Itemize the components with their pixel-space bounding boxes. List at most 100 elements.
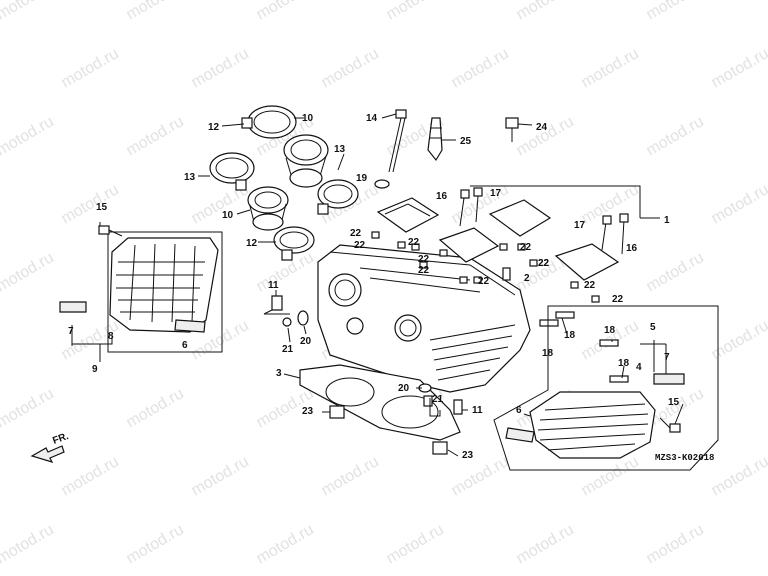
intake-joint-10-bottom — [247, 186, 289, 231]
callout-8: 8 — [108, 331, 114, 342]
callout-22: 22 — [478, 276, 490, 287]
watermark-text: motod.ru — [59, 181, 122, 227]
watermark-text: motod.ru — [0, 521, 57, 567]
front-label: FR. — [51, 431, 70, 447]
watermark-text: motod.ru — [384, 521, 447, 567]
right-cover-frame — [493, 305, 719, 471]
gasket-7-left — [59, 301, 87, 313]
callout-18: 18 — [564, 330, 576, 341]
watermark-text: motod.ru — [0, 249, 57, 295]
callout-22: 22 — [408, 237, 420, 248]
watermark-text: motod.ru — [254, 0, 317, 23]
callout-1-bracket — [470, 185, 660, 219]
callout-11: 11 — [268, 280, 279, 291]
callout-21: 21 — [432, 394, 444, 405]
callout-15: 15 — [668, 397, 680, 408]
watermark-text: motod.ru — [449, 453, 512, 499]
watermark-text: motod.ru — [319, 45, 382, 91]
callout-16: 16 — [436, 191, 448, 202]
callout-17: 17 — [490, 188, 502, 199]
studs-18 — [539, 311, 629, 383]
diagram-code: MZS3-K02018 — [655, 453, 714, 463]
rocker-holder-a — [376, 197, 440, 233]
callout-12: 12 — [246, 238, 258, 249]
callout-3: 3 — [276, 368, 282, 379]
watermark-text: motod.ru — [0, 385, 57, 431]
callout-20: 20 — [300, 336, 312, 347]
intake-clamp-13-right — [317, 179, 359, 215]
watermark-text: motod.ru — [449, 45, 512, 91]
watermark-text: motod.ru — [644, 249, 707, 295]
watermark-text: motod.ru — [709, 45, 768, 91]
callout-15: 15 — [96, 202, 108, 213]
callout-22: 22 — [354, 240, 366, 251]
watermark-text: motod.ru — [0, 113, 57, 159]
bolt-15-left — [98, 225, 123, 237]
callout-22: 22 — [584, 280, 596, 291]
callout-7: 7 — [68, 326, 74, 337]
spark-plug-25 — [427, 117, 443, 162]
callout-13: 13 — [184, 172, 196, 183]
callout-23: 23 — [302, 406, 314, 417]
left-cylinder-head-cover — [107, 231, 223, 353]
watermark-text: motod.ru — [319, 453, 382, 499]
callout-2: 2 — [524, 273, 530, 284]
callout-22: 22 — [418, 254, 430, 265]
callout-7: 7 — [664, 352, 670, 363]
watermark-text: motod.ru — [644, 521, 707, 567]
intake-clamp-12-bottom — [273, 226, 315, 261]
washer-19 — [374, 179, 390, 189]
callout-19: 19 — [356, 173, 368, 184]
intake-joint-10-top — [283, 134, 329, 188]
rocker-holder-b — [488, 199, 552, 237]
callout-25: 25 — [460, 136, 472, 147]
callout-22: 22 — [612, 294, 624, 305]
callout-14: 14 — [366, 113, 378, 124]
leader-lines — [71, 113, 684, 457]
callout-18: 18 — [542, 348, 554, 359]
watermark-text: motod.ru — [644, 0, 707, 23]
rocker-holder-d — [554, 243, 620, 281]
callout-1: 1 — [664, 215, 670, 226]
intake-clamp-13-left — [209, 152, 255, 191]
callout-9: 9 — [92, 364, 98, 375]
watermark-text: motod.ru — [59, 453, 122, 499]
callout-22: 22 — [538, 258, 550, 269]
callout-5: 5 — [650, 322, 656, 333]
callout-4: 4 — [636, 362, 642, 373]
watermark-text: motod.ru — [514, 0, 577, 23]
watermark-text: motod.ru — [189, 453, 252, 499]
callout-24: 24 — [536, 122, 548, 133]
bolt-21-20-left — [282, 310, 309, 327]
callout-10: 10 — [302, 113, 314, 124]
dowel-23-left — [329, 405, 345, 419]
callout-18: 18 — [618, 358, 630, 369]
callout-17: 17 — [574, 220, 586, 231]
callout-20: 20 — [398, 383, 410, 394]
callout-21: 21 — [282, 344, 294, 355]
rocker-holder-c — [438, 227, 500, 263]
callout-22: 22 — [350, 228, 362, 239]
watermark-text: motod.ru — [189, 45, 252, 91]
bolts-16-17 — [459, 187, 629, 255]
callout-labels: 12 10 13 13 10 12 14 25 24 19 16 17 1 17… — [51, 113, 714, 463]
front-arrow-icon — [30, 445, 65, 463]
right-cylinder-head-cover — [529, 391, 656, 459]
watermark-text: motod.ru — [579, 453, 642, 499]
watermark-text: motod.ru — [514, 521, 577, 567]
watermark-text: motod.ru — [514, 113, 577, 159]
callout-16: 16 — [626, 243, 638, 254]
callout-13: 13 — [334, 144, 346, 155]
watermark-text: motod.ru — [0, 0, 57, 23]
dowel-23-bottom — [432, 441, 448, 455]
gasket-6-right — [505, 427, 535, 443]
callout-6: 6 — [182, 340, 188, 351]
bolt-14 — [388, 109, 407, 173]
watermark-text: motod.ru — [124, 521, 187, 567]
watermark-text: motod.ru — [644, 113, 707, 159]
callout-22: 22 — [538, 258, 550, 269]
gasket-7-right — [653, 373, 685, 385]
stud-11-left — [263, 295, 290, 315]
callout-23: 23 — [462, 450, 474, 461]
